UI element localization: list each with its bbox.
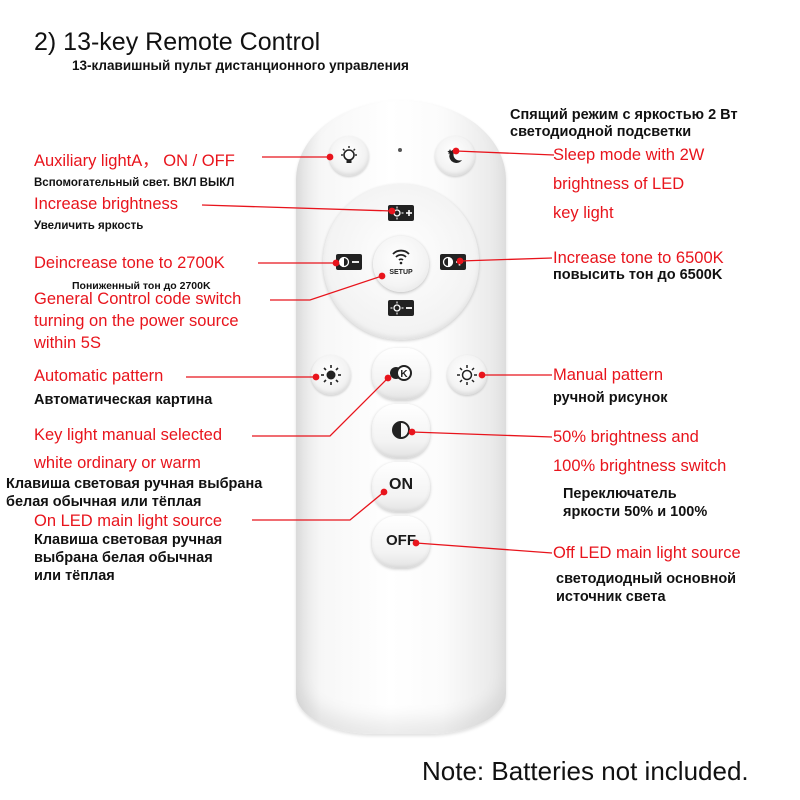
label-sleep-en-1: Sleep mode with 2W: [553, 146, 705, 164]
label-dec-tone-en: Deincrease tone to 2700K: [34, 254, 225, 272]
label-dec-tone-ru: Пониженный тон до 2700K: [72, 280, 211, 292]
label-inc-bright-ru: Увеличить яркость: [34, 220, 144, 232]
setup-button[interactable]: SETUP: [373, 236, 429, 292]
label-off-en: Off LED main light source: [553, 544, 741, 562]
label-auto-en: Automatic pattern: [34, 367, 164, 385]
label-sleep-ru-2: светодиодной подсветки: [510, 124, 692, 140]
label-auto-ru: Автоматическая картина: [34, 392, 213, 408]
label-aux-en: Auxiliary lightA， ON / OFF: [34, 152, 235, 170]
indicator-led: [398, 148, 402, 152]
k-icon: K: [390, 365, 412, 381]
sun-outline-icon: [457, 365, 477, 385]
label-code-3: within 5S: [34, 334, 101, 352]
wifi-icon: [392, 249, 410, 265]
label-half-ru-1: Переключатель: [563, 486, 677, 502]
label-manual-ru: ручной рисунок: [553, 390, 668, 406]
bulb-icon: [341, 146, 357, 163]
label-sleep-ru-1: Спящий режим с яркостью 2 Вт: [510, 107, 738, 123]
decrease-tone-button[interactable]: [336, 254, 362, 275]
label-inc-tone-en: Increase tone to 6500K: [553, 249, 724, 267]
label-inc-bright-en: Increase brightness: [34, 195, 178, 213]
label-on-ru-3: или тёплая: [34, 568, 115, 584]
k-label: K: [400, 369, 408, 380]
sleep-mode-button[interactable]: [435, 136, 475, 176]
label-on-ru-2: выбрана белая обычная: [34, 550, 213, 566]
leader-half: [408, 428, 553, 438]
label-manual-en: Manual pattern: [553, 366, 664, 384]
leader-sleep: [452, 147, 555, 156]
label-keylight-ru-2: белая обычная или тёплая: [6, 494, 202, 510]
brightness-switch-button[interactable]: [372, 404, 430, 458]
leader-inc-tone: [456, 257, 553, 265]
sun-filled-icon: [321, 365, 341, 385]
label-aux-ru: Вспомогательный свет. ВКЛ ВЫКЛ: [34, 177, 235, 189]
decrease-brightness-button[interactable]: [388, 300, 414, 321]
label-keylight-2: white ordinary or warm: [34, 454, 201, 472]
leader-inc-brightness: [201, 204, 396, 215]
label-off-ru-1: светодиодный основной: [556, 571, 737, 587]
label-code-2: turning on the power source: [34, 312, 239, 330]
key-light-button[interactable]: K: [372, 348, 430, 400]
on-button[interactable]: ON: [372, 462, 430, 512]
auxiliary-light-button[interactable]: [329, 136, 369, 176]
leader-on: [252, 488, 388, 521]
label-half-2: 100% brightness switch: [553, 457, 727, 475]
brightness-down-icon: [388, 300, 414, 316]
label-half-ru-2: яркости 50% и 100%: [563, 504, 708, 520]
label-sleep-en-3: key light: [553, 204, 614, 222]
label-keylight-1: Key light manual selected: [34, 426, 223, 444]
label-on-en: On LED main light source: [34, 512, 223, 530]
batteries-note: Note: Batteries not included.: [422, 756, 749, 786]
leader-keylight: [252, 374, 392, 437]
off-label: OFF: [386, 532, 416, 549]
label-sleep-en-2: brightness of LED: [553, 175, 685, 193]
label-keylight-ru-1: Клавиша световая ручная выбрана: [6, 476, 263, 492]
label-off-ru-2: источник света: [556, 589, 666, 605]
tone-warm-icon: [336, 254, 362, 270]
page-title: 2) 13-key Remote Control: [34, 28, 321, 56]
label-inc-tone-ru: повысить тон до 6500K: [553, 267, 723, 283]
moon-icon: [447, 148, 462, 163]
page-subtitle: 13-клавишный пульт дистанционного управл…: [72, 58, 409, 73]
label-half-1: 50% brightness and: [553, 428, 699, 446]
on-label: ON: [389, 476, 413, 493]
off-button[interactable]: OFF: [372, 516, 430, 568]
leader-setup: [270, 272, 386, 301]
label-code-1: General Control code switch: [34, 290, 242, 308]
label-on-ru-1: Клавиша световая ручная: [34, 532, 223, 548]
leader-off: [412, 539, 553, 554]
setup-label: SETUP: [389, 269, 413, 276]
